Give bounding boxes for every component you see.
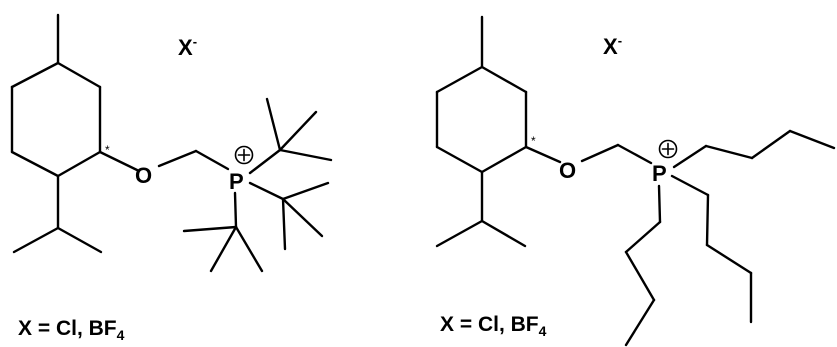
caption-left: X = Cl, BF4: [18, 317, 125, 343]
caption-prefix-right: X = Cl, BF: [440, 313, 539, 336]
counterion-symbol-right: X: [603, 34, 618, 59]
phosphorus-atom-right: P: [652, 161, 667, 186]
caption-subscript-left: 4: [117, 327, 125, 343]
ch2-p-bond-left: [194, 149, 230, 171]
isopropyl-group-right: [435, 170, 527, 248]
structure-left-tri-tert-butyl-phosphonium: * O P: [10, 13, 333, 343]
stereocenter-mark-right: *: [531, 134, 536, 148]
caption-subscript-right: 4: [539, 323, 547, 339]
oxygen-atom-right: O: [559, 158, 576, 183]
tert-butyl-group-2-left: [248, 181, 330, 251]
stereocenter-mark-left: *: [105, 143, 110, 157]
counterion-symbol-left: X: [178, 35, 193, 60]
counterion-charge-left: -: [193, 34, 197, 49]
n-butyl-chain-2-right: [670, 174, 753, 324]
counterion-charge-right: -: [618, 33, 622, 48]
n-butyl-chain-1-right: [672, 129, 836, 169]
caption-right: X = Cl, BF4: [440, 313, 547, 339]
counterion-right: X-: [603, 33, 622, 59]
tert-butyl-group-3-left: [182, 191, 264, 273]
isopropyl-group-left: [12, 174, 103, 254]
phosphorus-atom-left: P: [229, 169, 244, 194]
ch2-p-bond-right: [616, 143, 653, 165]
o-ch2-bond-right: [580, 143, 620, 163]
positive-charge-icon-right: [658, 139, 678, 159]
c-o-bond-left: [98, 150, 139, 172]
structure-right-tri-n-butyl-phosphonium: * O P: [435, 15, 836, 347]
counterion-left: X-: [178, 34, 197, 60]
caption-prefix-left: X = Cl, BF: [18, 317, 117, 340]
c-o-bond-right: [524, 145, 562, 164]
positive-charge-icon-left: [234, 145, 254, 165]
cyclohexane-ring-left: [10, 61, 102, 178]
o-ch2-bond-left: [157, 149, 198, 168]
tert-butyl-group-1-left: [248, 97, 333, 175]
cyclohexane-ring-right: [435, 65, 528, 174]
n-butyl-chain-3-right: [624, 184, 662, 347]
oxygen-atom-left: O: [135, 163, 152, 188]
